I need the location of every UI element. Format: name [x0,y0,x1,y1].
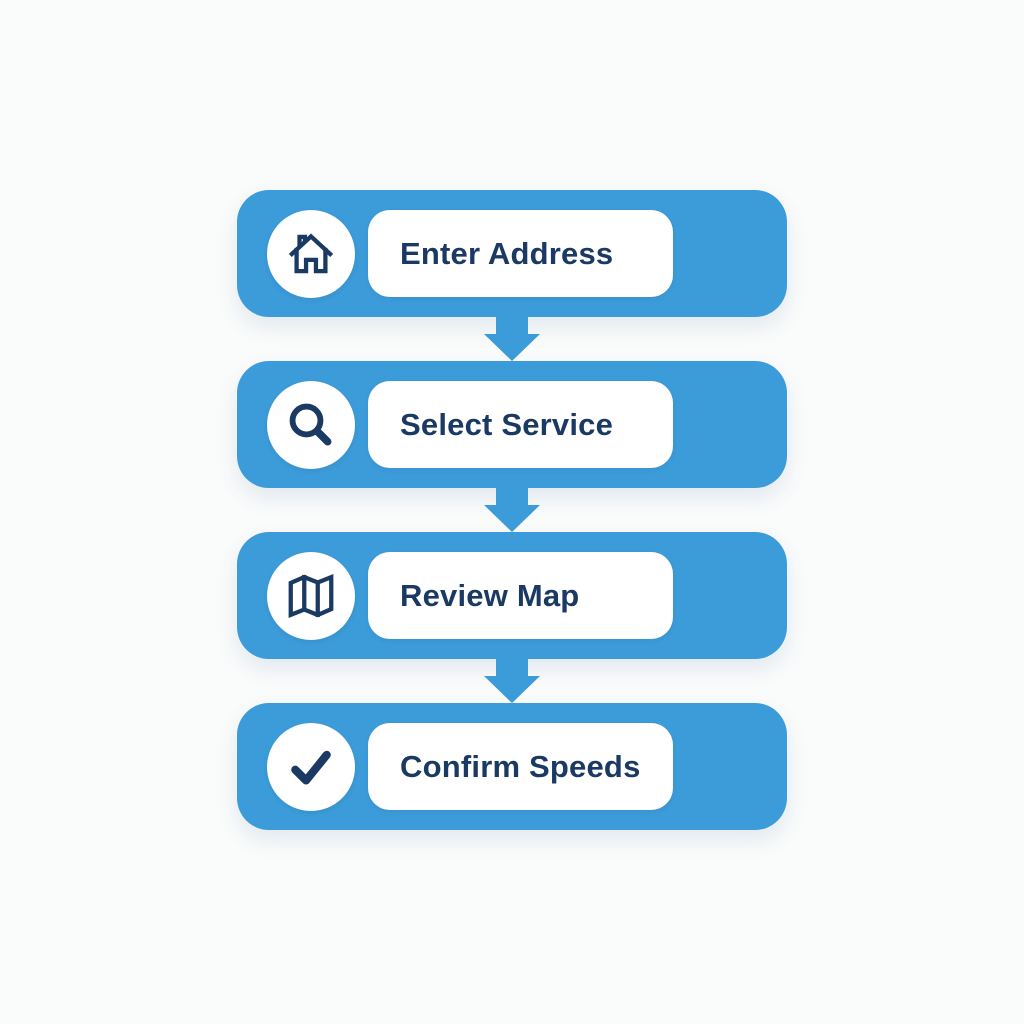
flow-connector [484,317,540,361]
step-icon-circle [267,722,355,811]
step-review-map: Review Map [237,532,787,659]
map-icon [288,573,334,618]
step-label: Confirm Speeds [400,748,641,784]
flow-connector [484,659,540,703]
check-icon [291,750,331,785]
step-enter-address: Enter Address [237,190,787,317]
step-icon-circle [267,209,355,298]
step-icon-circle [267,551,355,640]
step-confirm-speeds: Confirm Speeds [237,703,787,830]
step-label-pill: Enter Address [368,210,673,297]
step-label: Review Map [400,577,580,613]
arrow-down-icon [484,317,540,361]
step-label-pill: Review Map [368,552,673,639]
flow-steps: Enter Address Select Service [237,190,787,830]
flow-connector [484,488,540,532]
step-label: Select Service [400,406,614,442]
step-label-pill: Confirm Speeds [368,723,673,810]
search-icon [289,403,332,445]
home-icon [288,233,334,273]
arrow-down-icon [484,488,540,532]
step-select-service: Select Service [237,361,787,488]
step-label: Enter Address [400,235,614,271]
step-label-pill: Select Service [368,381,673,468]
arrow-down-icon [484,659,540,703]
step-icon-circle [267,380,355,469]
